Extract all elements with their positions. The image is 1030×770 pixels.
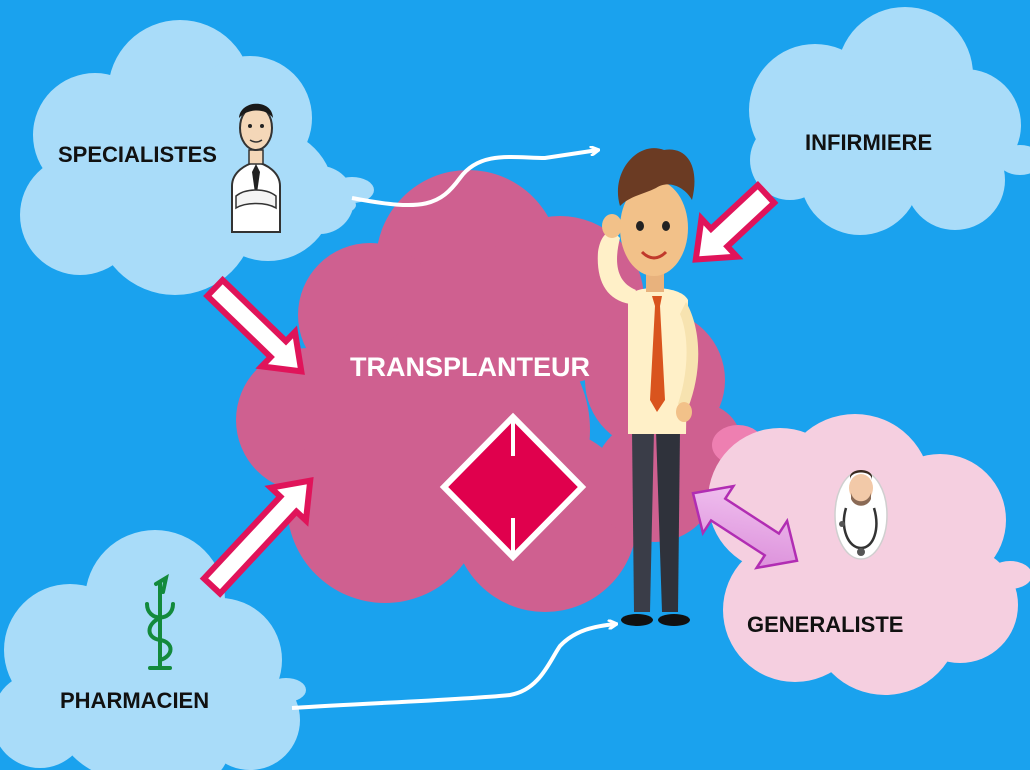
generaliste-label: GENERALISTE	[747, 612, 904, 637]
infirmiere-to-patient-arrow	[692, 180, 779, 263]
specialist-icon	[231, 103, 281, 233]
infirmiere-label: INFIRMIERE	[805, 130, 933, 155]
doctor-stethoscope-icon	[834, 470, 888, 560]
pharmacien-to-patient-line	[291, 624, 616, 710]
specialistes-to-patient-line	[351, 150, 598, 208]
pharmacien-label: PHARMACIEN	[60, 688, 210, 713]
generaliste-patient-double-arrow	[691, 484, 799, 570]
transplanteur-label: TRANSPLANTEUR	[350, 352, 590, 382]
pharmacien-cloud	[0, 530, 306, 770]
pharmacien-to-transplanteur-arrow	[199, 477, 314, 598]
diamond-sign-icon	[439, 412, 587, 562]
infirmiere-cloud	[749, 7, 1030, 235]
specialistes-to-transplanteur-arrow	[203, 275, 305, 375]
specialistes-label: SPECIALISTES	[58, 142, 217, 167]
patient-figure-icon	[597, 148, 699, 626]
caduceus-icon	[145, 573, 175, 670]
